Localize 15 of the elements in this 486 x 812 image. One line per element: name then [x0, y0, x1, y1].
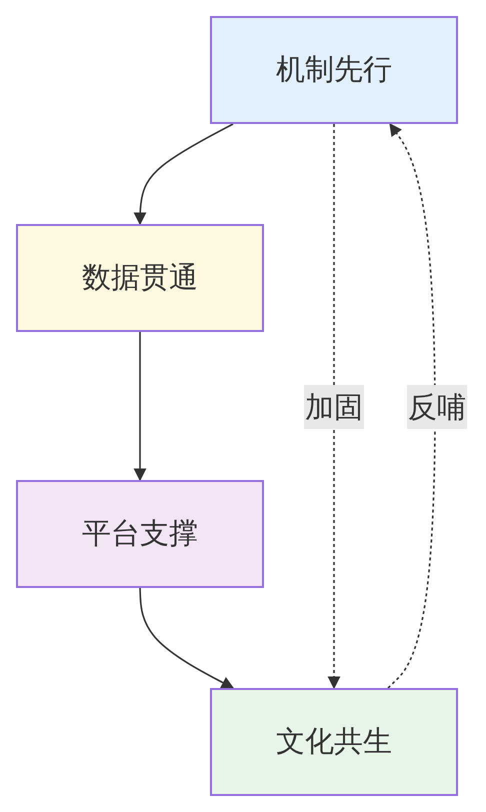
- box-label: 数据贯通: [82, 259, 198, 296]
- arrow: [134, 123, 234, 226]
- box-label: 机制先行: [276, 51, 392, 88]
- arrow: [388, 122, 436, 689]
- box-label: 文化共生: [276, 723, 392, 760]
- process-box: [210, 16, 458, 124]
- process-box: [16, 224, 264, 332]
- edge-label: 加固: [304, 385, 364, 429]
- arrow: [139, 588, 234, 689]
- box-label: 平台支撑: [82, 515, 198, 552]
- process-box: [16, 480, 264, 588]
- arrow: [134, 332, 146, 482]
- arrow: [328, 124, 340, 690]
- process-box: [210, 688, 458, 796]
- edge-label: 反哺: [407, 385, 467, 429]
